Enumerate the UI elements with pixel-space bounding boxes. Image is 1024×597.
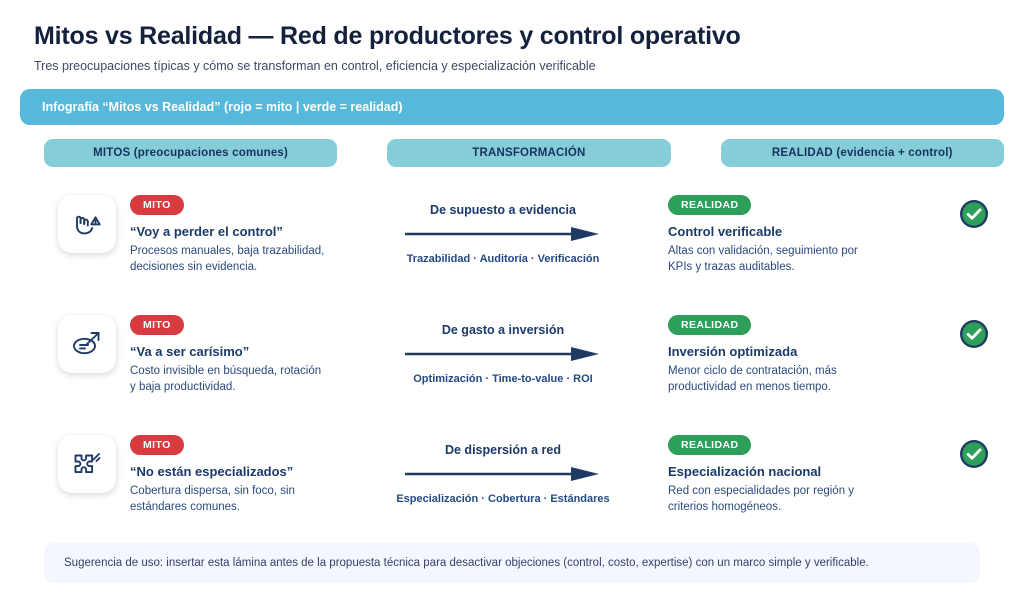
status-badge-reality: REALIDAD bbox=[668, 314, 752, 335]
myth-cell: MITO “No están especializados” Cobertura… bbox=[20, 433, 344, 516]
usage-suggestion-footer: Sugerencia de uso: insertar esta lámina … bbox=[44, 543, 980, 583]
myth-description: Cobertura dispersa, sin foco, sin estánd… bbox=[130, 484, 295, 514]
reality-title: Especialización nacional bbox=[668, 463, 822, 479]
status-badge-reality: REALIDAD bbox=[668, 194, 752, 215]
myth-cell: MITO “Va a ser carísimo” Costo invisible… bbox=[20, 313, 344, 396]
myth-title: “Va a ser carísimo” bbox=[130, 343, 250, 359]
status-badge-myth: MITO bbox=[130, 194, 184, 215]
reality-title: Control verificable bbox=[668, 223, 783, 239]
check-circle-icon bbox=[944, 195, 1004, 276]
transformation-title: De supuesto a evidencia bbox=[430, 202, 576, 217]
myth-description: Procesos manuales, baja trazabilidad, de… bbox=[130, 244, 325, 274]
reality-cell: REALIDAD Control verificable Altas con v… bbox=[662, 193, 1004, 276]
reality-cell: REALIDAD Especialización nacional Red co… bbox=[662, 433, 1004, 516]
reality-body: REALIDAD Especialización nacional Red co… bbox=[668, 434, 944, 516]
myth-title: “No están especializados” bbox=[130, 463, 294, 479]
transformation-cell: De supuesto a evidencia Trazabilidad · A… bbox=[344, 193, 662, 265]
infographic-banner: Infografía “Mitos vs Realidad” (rojo = m… bbox=[20, 88, 1004, 125]
transformation-title: De dispersión a red bbox=[444, 442, 561, 457]
reality-body: REALIDAD Inversión optimizada Menor cicl… bbox=[668, 314, 944, 396]
transformation-title: De gasto a inversión bbox=[441, 322, 565, 337]
myth-body: MITO “Va a ser carísimo” Costo invisible… bbox=[130, 313, 330, 396]
puzzle-network-icon bbox=[58, 434, 116, 493]
arrow-icon bbox=[403, 226, 603, 246]
ellipse-arrow-icon bbox=[58, 314, 116, 373]
myth-title: “Voy a perder el control” bbox=[130, 223, 283, 239]
status-badge-reality: REALIDAD bbox=[668, 434, 752, 455]
reality-description: Menor ciclo de contratación, más product… bbox=[668, 364, 837, 394]
myth-cell: MITO “Voy a perder el control” Procesos … bbox=[20, 193, 344, 276]
check-circle-icon bbox=[944, 315, 1004, 396]
transformation-cell: De gasto a inversión Optimización · Time… bbox=[344, 313, 662, 385]
status-badge-myth: MITO bbox=[130, 314, 184, 335]
reality-body: REALIDAD Control verificable Altas con v… bbox=[668, 194, 944, 276]
reality-title: Inversión optimizada bbox=[668, 343, 798, 359]
arrow-icon bbox=[403, 466, 603, 486]
transformation-subtitle: Trazabilidad · Auditoría · Verificación bbox=[406, 252, 600, 265]
column-header-transformation: TRANSFORMACIÓN bbox=[387, 138, 671, 167]
transformation-cell: De dispersión a red Especialización · Co… bbox=[344, 433, 662, 505]
status-badge-myth: MITO bbox=[130, 434, 184, 455]
footer-text: Sugerencia de uso: insertar esta lámina … bbox=[64, 557, 869, 569]
banner-text: Infografía “Mitos vs Realidad” (rojo = m… bbox=[42, 99, 403, 114]
column-header-myths: MITOS (preocupaciones comunes) bbox=[44, 138, 338, 167]
slide-header: Mitos vs Realidad — Red de productores y… bbox=[0, 0, 1024, 73]
reality-description: Altas con validación, seguimiento por KP… bbox=[668, 244, 858, 274]
table-row: MITO “No están especializados” Cobertura… bbox=[20, 421, 1004, 541]
transformation-subtitle: Especialización · Cobertura · Estándares bbox=[396, 492, 610, 505]
check-circle-icon bbox=[944, 435, 1004, 516]
reality-cell: REALIDAD Inversión optimizada Menor cicl… bbox=[662, 313, 1004, 396]
page-title: Mitos vs Realidad — Red de productores y… bbox=[34, 22, 741, 50]
page-subtitle: Tres preocupaciones típicas y cómo se tr… bbox=[34, 58, 596, 73]
myth-description: Costo invisible en búsqueda, rotación y … bbox=[130, 364, 322, 394]
myth-body: MITO “Voy a perder el control” Procesos … bbox=[130, 193, 330, 276]
myth-body: MITO “No están especializados” Cobertura… bbox=[130, 433, 330, 516]
rows-container: MITO “Voy a perder el control” Procesos … bbox=[20, 181, 1004, 541]
table-row: MITO “Voy a perder el control” Procesos … bbox=[20, 181, 1004, 301]
column-headers: MITOS (preocupaciones comunes) TRANSFORM… bbox=[20, 138, 1004, 167]
hand-warning-icon bbox=[58, 194, 116, 253]
column-header-reality: REALIDAD (evidencia + control) bbox=[720, 138, 1004, 167]
transformation-subtitle: Optimización · Time-to-value · ROI bbox=[413, 372, 593, 385]
arrow-icon bbox=[403, 346, 603, 366]
table-row: MITO “Va a ser carísimo” Costo invisible… bbox=[20, 301, 1004, 421]
reality-description: Red con especialidades por región y crit… bbox=[668, 484, 855, 514]
